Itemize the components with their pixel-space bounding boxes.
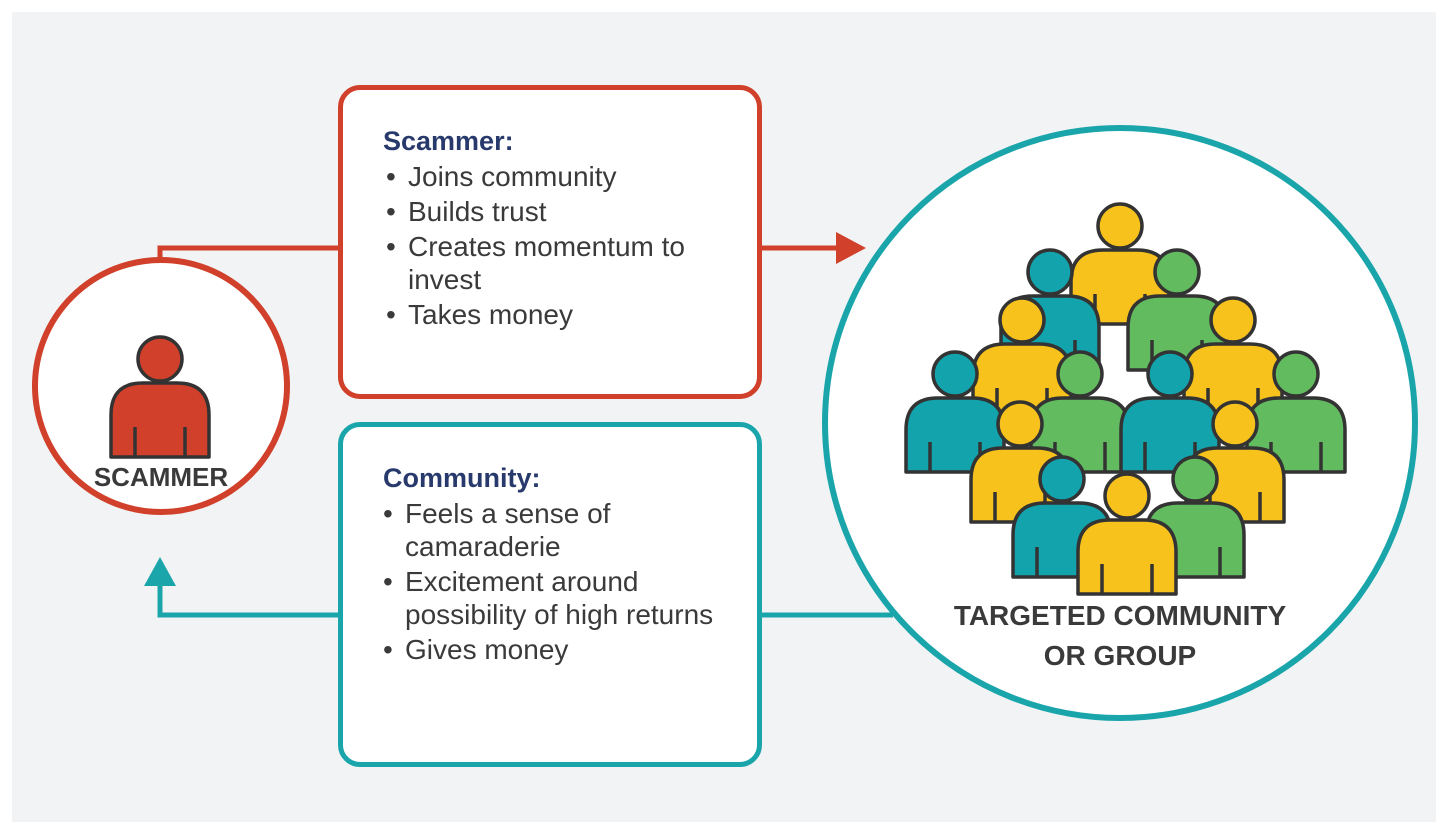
list-item: Excitement around possibility of high re… xyxy=(383,565,725,631)
list-item: Creates momentum to invest xyxy=(383,230,708,296)
group-to-scammer-arrow xyxy=(144,557,893,618)
scammer-label: SCAMMER xyxy=(93,462,229,492)
community-reactions-list: Feels a sense of camaraderie Excitement … xyxy=(383,497,757,666)
list-item: Joins community xyxy=(383,160,757,193)
list-item: Feels a sense of camaraderie xyxy=(383,497,675,563)
group-label-line1: TARGETED COMMUNITY xyxy=(953,600,1287,631)
scammer-person-icon xyxy=(109,335,211,459)
crowd-icon xyxy=(904,202,1347,596)
community-arrowhead-icon xyxy=(144,557,176,586)
scammer-arrowhead-icon xyxy=(836,232,866,264)
group-label-line2: OR GROUP xyxy=(1043,640,1197,671)
community-box-title: Community: xyxy=(383,463,541,493)
scammer-connector-line xyxy=(157,245,338,258)
list-item: Builds trust xyxy=(383,195,757,228)
scammer-to-group-arrow xyxy=(157,232,866,264)
community-reactions-box: Community: Feels a sense of camaraderie … xyxy=(338,422,762,767)
scammer-actions-list: Joins community Builds trust Creates mom… xyxy=(383,160,757,331)
scammer-actions-box: Scammer: Joins community Builds trust Cr… xyxy=(338,85,762,399)
list-item: Takes money xyxy=(383,298,757,331)
list-item: Gives money xyxy=(383,633,757,666)
community-arrow-line xyxy=(157,585,338,618)
scammer-box-title: Scammer: xyxy=(383,126,514,156)
scammer-node xyxy=(32,257,290,515)
targeted-group-label: TARGETED COMMUNITY OR GROUP xyxy=(900,596,1340,676)
